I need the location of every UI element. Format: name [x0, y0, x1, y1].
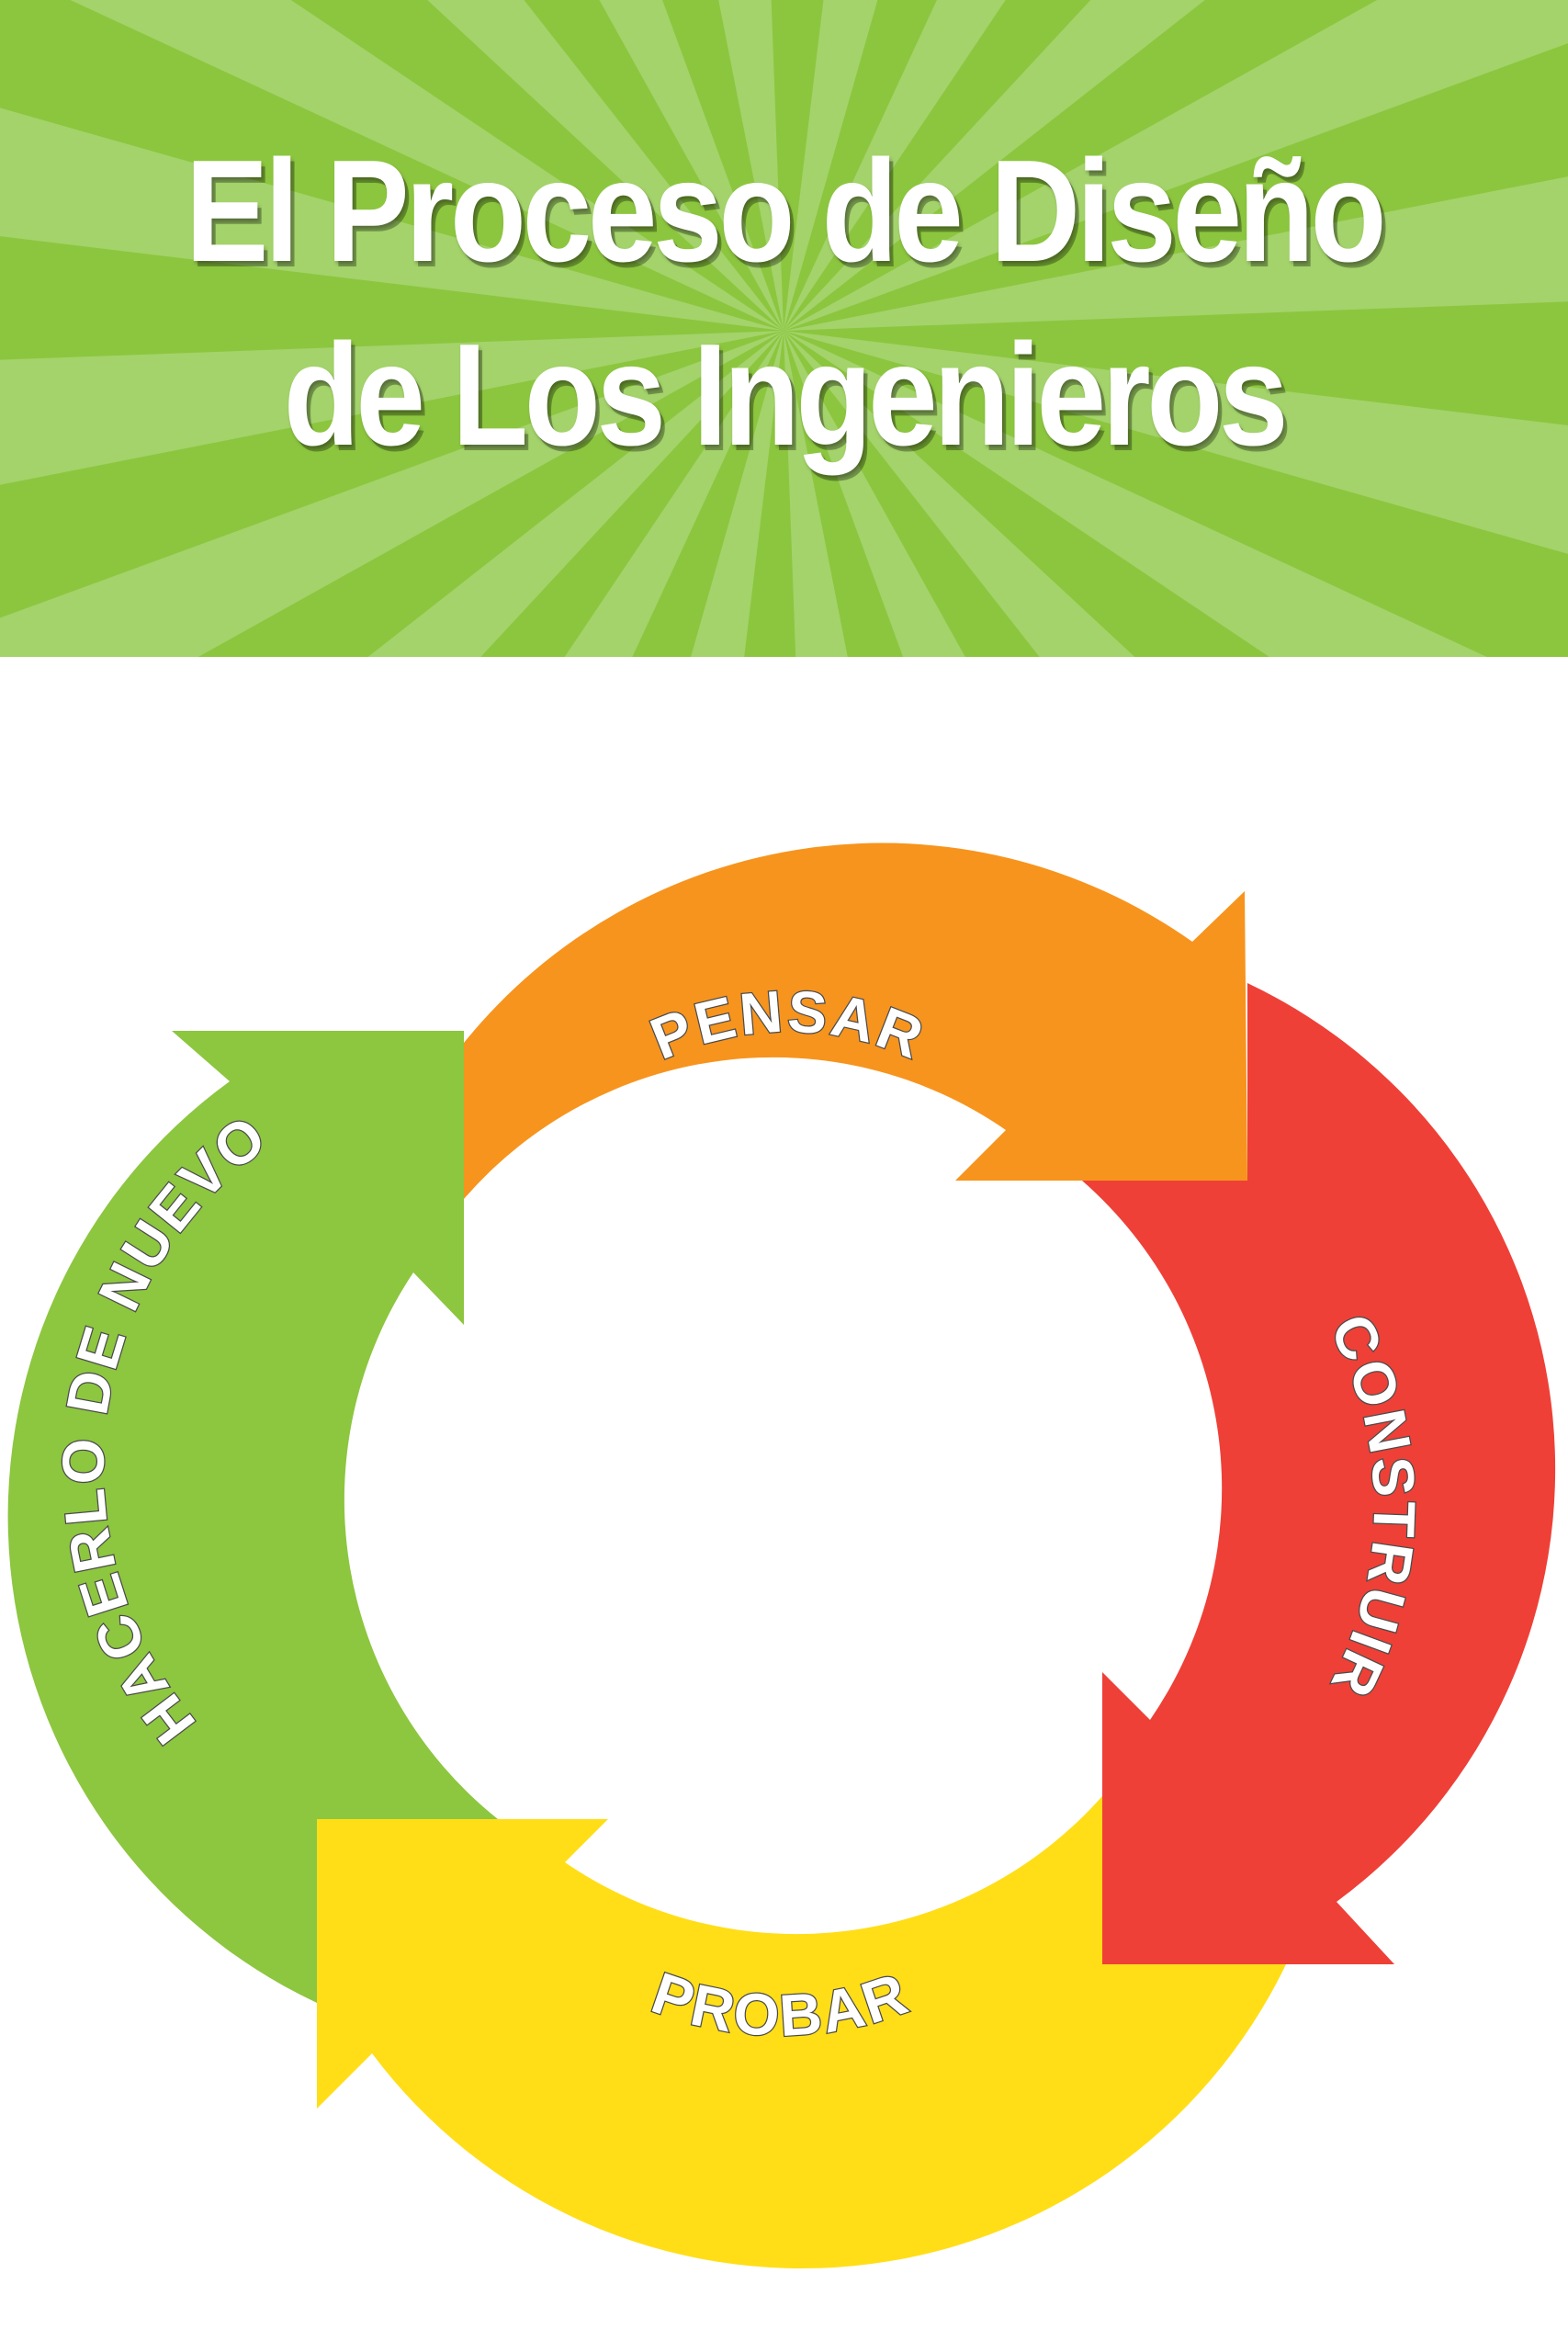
- title-line-2: de Los Ingenieros: [283, 314, 1289, 476]
- stage-pensar: PENSAR: [464, 842, 1247, 1199]
- sunburst-ray: [367, 331, 784, 657]
- sunburst-ray: [784, 0, 1006, 331]
- sunburst-ray: [784, 0, 1568, 331]
- sunburst-ray: [784, 176, 1568, 331]
- probar-arrow: [317, 1796, 1286, 2269]
- sunburst-background: [0, 0, 1568, 657]
- sunburst-ray: [0, 331, 784, 485]
- sunburst-ray: [70, 0, 784, 331]
- sunburst-ray: [784, 331, 1135, 657]
- title-line-1: El Proceso de Diseño: [185, 130, 1387, 292]
- sunburst-ray: [784, 331, 965, 657]
- construir-arrow: [1082, 983, 1556, 1964]
- sunburst-ray: [784, 331, 1568, 554]
- stage-construir: CONSTRUIR: [1082, 983, 1556, 1964]
- stage-probar: PROBAR: [317, 1796, 1286, 2269]
- sunburst-rays: [0, 0, 1568, 657]
- sunburst-ray: [784, 0, 1205, 331]
- sunburst-ray: [0, 331, 784, 657]
- sunburst-ray: [718, 0, 784, 331]
- page-title: El Proceso de Diseño de Los Ingenieros: [109, 119, 1458, 487]
- sunburst-ray: [564, 331, 784, 657]
- design-cycle-diagram: PENSAR CONSTRUIR PROBAR HACERLO DE NUEVO: [7, 842, 1556, 2269]
- sunburst-ray: [427, 0, 784, 331]
- hacerlo-de-nuevo-arrow: [7, 1031, 499, 2003]
- header-banner: El Proceso de Diseño de Los Ingenieros: [0, 0, 1568, 657]
- sunburst-ray: [784, 0, 878, 331]
- sunburst-ray: [784, 331, 1487, 657]
- sunburst-ray: [0, 107, 784, 331]
- pensar-arrow: [464, 842, 1247, 1199]
- sunburst-ray: [599, 0, 784, 331]
- sunburst-ray: [691, 331, 784, 657]
- sunburst-ray: [784, 331, 848, 657]
